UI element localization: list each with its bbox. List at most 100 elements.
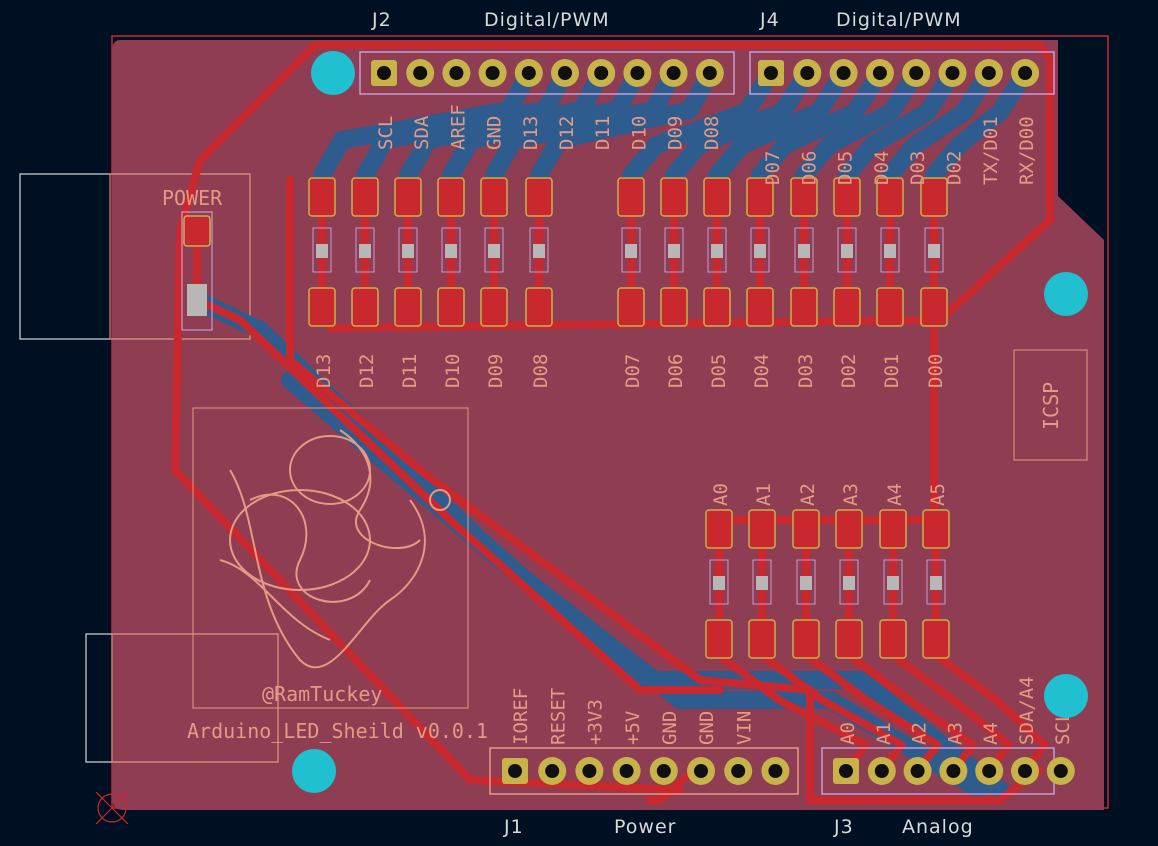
j2-pin-label: AREF	[447, 104, 469, 150]
resistor-outline	[750, 227, 770, 273]
pad-drill	[800, 66, 815, 80]
logo-frame	[192, 407, 469, 709]
j3-title: Analog	[902, 816, 974, 838]
j3-pin-label: A0	[837, 722, 859, 745]
pad-drill	[630, 66, 645, 80]
led-label: D13	[313, 354, 335, 388]
led-footprint[interactable]	[525, 177, 553, 327]
resistor-outline	[484, 227, 504, 273]
back-trace	[751, 64, 889, 184]
back-trace	[622, 64, 780, 184]
pad-drill	[981, 66, 996, 80]
resistor-outline	[621, 227, 641, 273]
led-footprint[interactable]	[790, 177, 818, 327]
smd-pad	[835, 509, 863, 549]
origin-marker	[95, 791, 129, 825]
resistor-outline	[839, 559, 859, 605]
led-footprint[interactable]	[351, 177, 379, 327]
pad-drill	[377, 66, 391, 80]
resistor-body	[928, 244, 940, 258]
mounting-hole-bottom-left	[292, 749, 336, 793]
smd-pad	[833, 287, 861, 327]
resistor-body	[668, 244, 680, 258]
pad-drill	[694, 764, 708, 778]
resistor-outline	[924, 227, 944, 273]
j2-pin-label: D08	[701, 116, 723, 150]
led-footprint[interactable]	[660, 177, 688, 327]
smd-pad	[525, 177, 553, 217]
resistor-body	[445, 244, 457, 258]
power-led-pad	[183, 215, 211, 247]
smd-pad	[437, 287, 465, 327]
resistor-body	[713, 576, 725, 590]
smd-pad	[790, 177, 818, 217]
j4-ref: J4	[759, 9, 780, 31]
front-trace	[845, 516, 978, 774]
resistor-body	[800, 576, 812, 590]
j4-courtyard	[749, 51, 1055, 95]
front-trace	[646, 767, 696, 804]
analog-led-footprint[interactable]	[835, 509, 863, 659]
smd-pad	[660, 287, 688, 327]
j4-pin-label: D03	[907, 151, 929, 185]
pad-drill	[508, 764, 522, 778]
analog-led-label: A3	[840, 483, 862, 506]
analog-led-footprint[interactable]	[922, 509, 950, 659]
led-label: D10	[442, 354, 464, 388]
resistor-body	[359, 244, 371, 258]
pad-drill	[449, 66, 464, 80]
j2-pin-label: GND	[484, 116, 506, 150]
back-trace	[485, 64, 683, 184]
pad-drill	[1053, 764, 1068, 778]
led-footprint[interactable]	[617, 177, 645, 327]
j2-pin-label: D12	[556, 116, 578, 150]
led-footprint[interactable]	[920, 177, 948, 327]
smd-pad	[792, 509, 820, 549]
pad-drill	[1018, 66, 1033, 80]
smd-pad	[920, 177, 948, 217]
led-footprint[interactable]	[703, 177, 731, 327]
back-trace	[881, 64, 998, 184]
resistor-outline	[796, 559, 816, 605]
led-footprint[interactable]	[746, 177, 774, 327]
pad-drill	[764, 66, 778, 80]
led-label: D05	[708, 354, 730, 388]
analog-led-footprint[interactable]	[705, 509, 733, 659]
analog-led-label: A2	[797, 483, 819, 506]
led-footprint[interactable]	[394, 177, 422, 327]
pad-drill	[594, 66, 609, 80]
smd-pad	[394, 287, 422, 327]
resistor-body	[884, 244, 896, 258]
front-trace	[889, 516, 1014, 774]
smd-pad	[833, 177, 861, 217]
led-footprint[interactable]	[308, 177, 336, 327]
smd-pad	[746, 177, 774, 217]
resistor-body	[533, 244, 545, 258]
smd-pad	[922, 509, 950, 549]
resistor-outline	[441, 227, 461, 273]
led-footprint[interactable]	[876, 177, 904, 327]
j2-pin-label: D09	[665, 116, 687, 150]
led-footprint[interactable]	[480, 177, 508, 327]
smd-pad	[920, 287, 948, 327]
pad-drill	[872, 66, 887, 80]
smd-pad	[617, 287, 645, 327]
pad-drill	[582, 764, 597, 778]
back-trace	[795, 64, 926, 184]
author-credit: @RamTuckey	[262, 682, 382, 706]
smd-pad	[705, 619, 733, 659]
j2-pin-label: SCL	[375, 116, 397, 150]
led-footprint[interactable]	[833, 177, 861, 327]
analog-led-footprint[interactable]	[748, 509, 776, 659]
led-label: D12	[356, 354, 378, 388]
analog-led-footprint[interactable]	[792, 509, 820, 659]
pad-drill	[946, 764, 961, 778]
front-trace	[802, 516, 942, 774]
j1-pin-label: GND	[659, 711, 681, 745]
resistor-outline	[664, 227, 684, 273]
led-footprint[interactable]	[437, 177, 465, 327]
j1-courtyard	[489, 747, 799, 795]
analog-led-footprint[interactable]	[879, 509, 907, 659]
dc-fab-outline	[111, 633, 279, 763]
